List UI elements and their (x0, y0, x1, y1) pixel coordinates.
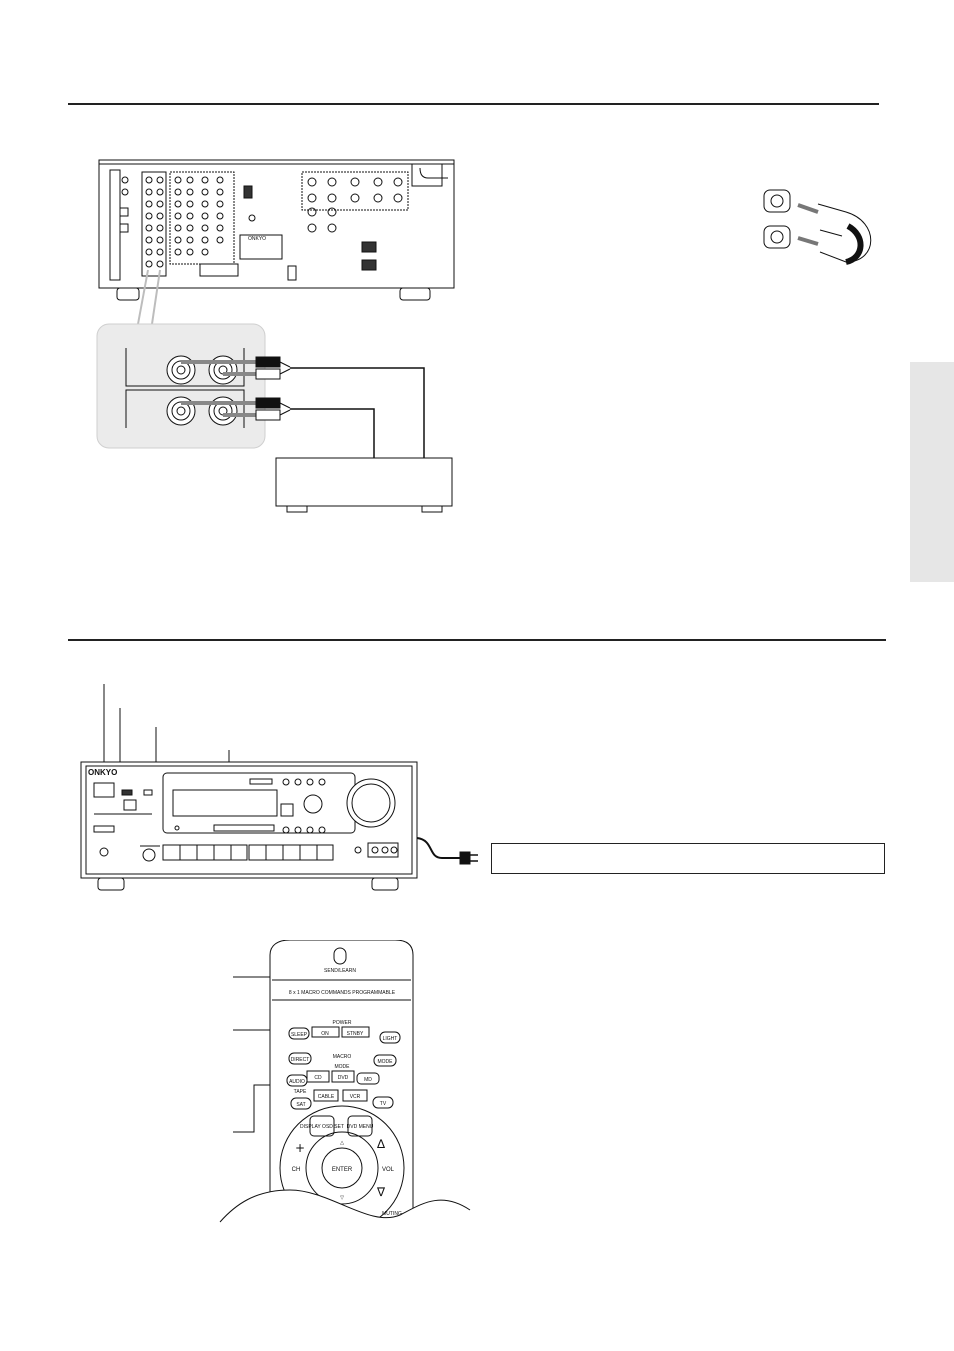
remote-enter-label: ENTER (332, 1167, 353, 1173)
remote-vcr-button[interactable] (342, 1089, 368, 1102)
remote-audio-label: AUDIO (289, 1079, 305, 1085)
remote-power-on-label: ON (321, 1031, 329, 1037)
rear-jack-column-left (109, 169, 129, 281)
remote-display-button[interactable] (309, 1115, 335, 1137)
jumper-plug-illustration (763, 189, 872, 265)
remote-dvd-menu-label: DVD MENU (347, 1124, 374, 1130)
remote-macro-banner: 8 x 1 MACRO COMMANDS PROGRAMMABLE (289, 990, 396, 996)
remote-ch-down-icon[interactable]: − (295, 1185, 305, 1199)
remote-display-label: DISPLAY OSD SET (300, 1124, 344, 1130)
remote-tv-button[interactable] (372, 1096, 394, 1109)
remote-dvd-menu-button[interactable] (347, 1115, 373, 1137)
remote-macro-label: MACRO (333, 1054, 352, 1060)
remote-cd-label: CD (314, 1075, 322, 1081)
section-divider-middle (68, 639, 886, 641)
remote-dvd-button[interactable] (331, 1070, 355, 1083)
section-divider-top (68, 103, 879, 105)
receiver-front-panel: ONKYO (80, 761, 418, 891)
power-cord (416, 837, 478, 865)
remote-light-label: LIGHT (383, 1036, 398, 1042)
remote-vcr-label: VCR (350, 1094, 361, 1100)
remote-sat-label: SAT (296, 1102, 305, 1108)
remote-power-label: POWER (333, 1020, 352, 1026)
remote-tv-label: TV (380, 1101, 387, 1107)
rear-jack-column-main (141, 171, 167, 277)
front-power-button (93, 782, 115, 798)
remote-mode-button-label: MODE (378, 1059, 394, 1065)
remote-mode-header: MODE (335, 1064, 351, 1070)
receiver-rear-panel: ONKYO (98, 159, 455, 301)
remote-vol-label: VOL (382, 1167, 395, 1173)
remote-cable-label: CABLE (318, 1094, 335, 1100)
remote-direct-button[interactable] (288, 1052, 312, 1065)
connection-cables (290, 367, 425, 458)
remote-cd-button[interactable] (306, 1070, 330, 1083)
remote-ch-label: CH (292, 1167, 301, 1173)
remote-standby-button[interactable] (341, 1026, 370, 1038)
remote-send-learn: SEND/LEARN (324, 968, 356, 974)
remote-cut-edge (219, 1189, 471, 1223)
remote-mode-button[interactable] (373, 1054, 397, 1067)
front-display-window (172, 789, 278, 817)
remote-cable-button[interactable] (313, 1089, 339, 1102)
remote-muting-label: MUTING (382, 1211, 402, 1217)
remote-vol-up-icon[interactable]: ∆ (376, 1137, 386, 1151)
remote-control: SEND/LEARN 8 x 1 MACRO COMMANDS PROGRAMM… (269, 940, 414, 1222)
remote-standby-label: STNBY (347, 1031, 364, 1037)
remote-up-arrow-icon[interactable]: △ (340, 1140, 344, 1146)
remote-vol-down-icon[interactable]: ∇ (376, 1185, 386, 1199)
external-component (275, 457, 453, 513)
remote-enter-button[interactable] (321, 1147, 363, 1189)
remote-md-button[interactable] (356, 1072, 380, 1085)
rear-panel-brand: ONKYO (248, 236, 266, 242)
remote-ch-up-icon[interactable]: + (295, 1141, 305, 1155)
remote-light-button[interactable] (379, 1031, 401, 1044)
remote-dvd-label: DVD (338, 1075, 349, 1081)
front-panel-brand: ONKYO (88, 768, 117, 777)
chapter-side-tab (910, 362, 954, 582)
rear-video-jacks (301, 171, 409, 233)
front-standby-indicator (123, 799, 137, 811)
zoom-callout-lines (137, 269, 161, 325)
remote-sleep-label: SLEEP (291, 1032, 308, 1038)
remote-direct-label: DIRECT (291, 1057, 310, 1063)
remote-down-arrow-icon[interactable]: ▽ (340, 1195, 344, 1201)
remote-power-on-button[interactable] (311, 1026, 340, 1038)
remote-sleep-button[interactable] (288, 1027, 310, 1040)
rca-plugs (255, 356, 291, 421)
remote-sat-button[interactable] (290, 1097, 312, 1110)
remote-md-label: MD (364, 1077, 372, 1083)
enlarged-jack-panel (96, 323, 291, 449)
note-box (491, 843, 885, 874)
remote-tape-label: TAPE (294, 1089, 307, 1095)
